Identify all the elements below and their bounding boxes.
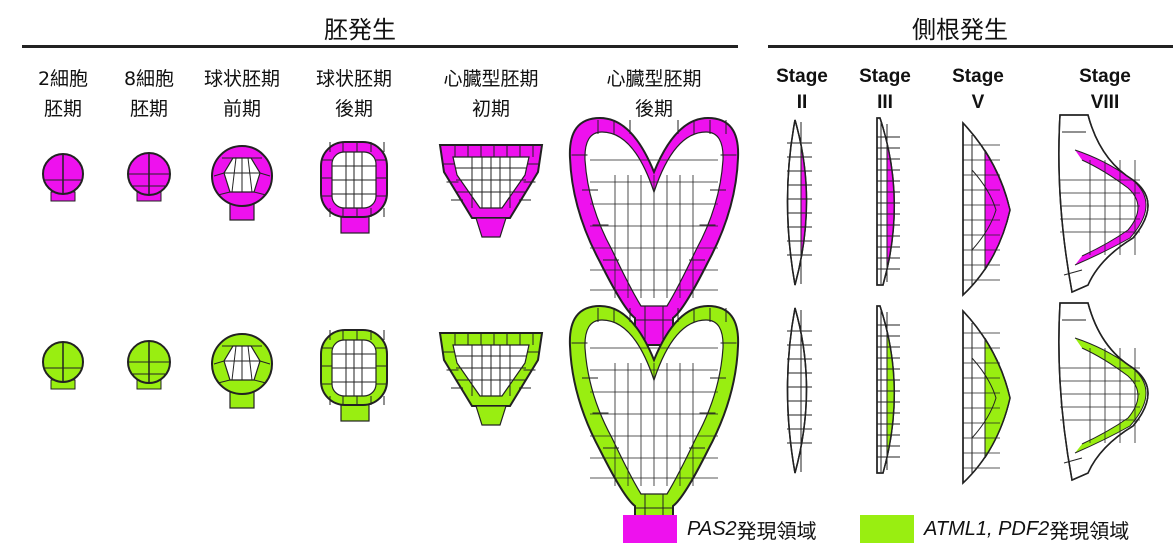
embryo-2cell-atml1 (43, 342, 83, 389)
embryo-late-globular-pas2 (321, 142, 387, 233)
embryo-late-globular-atml1 (321, 330, 387, 421)
root-stage-v-atml1 (963, 311, 1010, 483)
embryo-early-heart-atml1 (440, 333, 542, 425)
embryo-early-globular-pas2 (212, 146, 272, 220)
embryo-early-heart-pas2 (440, 145, 542, 237)
root-stage-iii-atml1 (877, 306, 912, 476)
legend-atml1-suffix: 発現領域 (1049, 515, 1129, 544)
embryo-2cell-pas2 (43, 154, 83, 201)
legend-atml1-gene: ATML1, PDF2 (924, 518, 1049, 541)
legend-pas2-gene: PAS2 (687, 518, 737, 541)
row-atml1 (43, 303, 1148, 533)
root-stage-viii-pas2 (1059, 115, 1148, 292)
legend-atml1-swatch (860, 515, 914, 543)
embryo-early-globular-atml1 (212, 334, 272, 408)
embryo-8cell-atml1 (128, 341, 170, 389)
root-stage-ii-pas2 (787, 118, 821, 288)
root-stage-v-pas2 (963, 123, 1010, 295)
root-stage-viii-atml1 (1059, 303, 1148, 480)
legend-pas2-suffix: 発現領域 (737, 515, 817, 544)
legend-pas2-swatch (623, 515, 677, 543)
root-stage-ii-atml1 (787, 308, 812, 473)
root-stage-iii-pas2 (877, 118, 912, 288)
embryo-8cell-pas2 (128, 153, 170, 201)
